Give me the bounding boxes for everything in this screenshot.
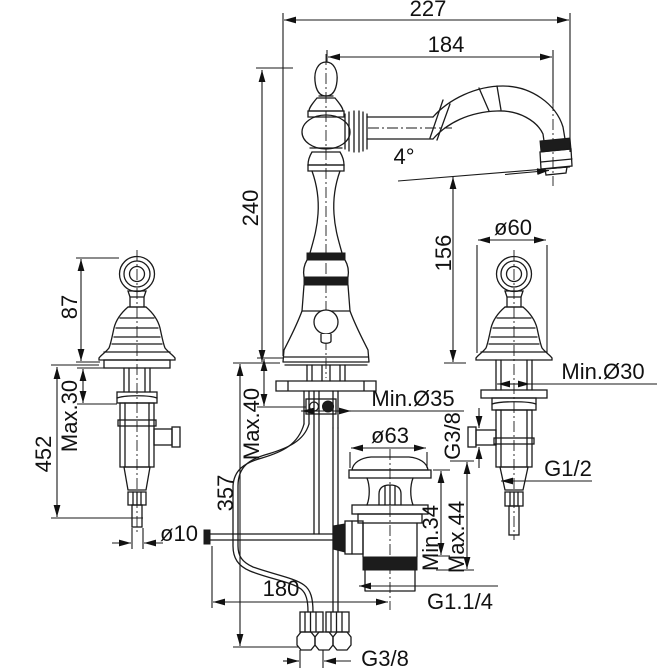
label-outlet-thread: G3/8 xyxy=(440,412,465,460)
dim-waste-flange-diameter: ø63 xyxy=(371,423,409,448)
spout-curve xyxy=(432,85,566,140)
hose-nuts xyxy=(296,631,316,651)
dim-overall-width: 227 xyxy=(410,0,447,21)
dim-max-deck-handle: Max.30 xyxy=(57,380,82,452)
label-supply-thread: G3/8 xyxy=(361,646,409,671)
popup-knob xyxy=(313,309,339,335)
left-handle-bell xyxy=(98,306,176,361)
hose-fitting-left xyxy=(299,611,324,633)
label-waste-thread: G1.1/4 xyxy=(427,589,493,614)
dim-waste-deck-max: Max.44 xyxy=(444,501,469,573)
mounting-bracket xyxy=(275,380,377,392)
bell-base xyxy=(282,310,370,366)
left-outlet-nipple xyxy=(153,428,173,446)
dim-handle-diameter: ø60 xyxy=(494,215,532,240)
supply-hose-left xyxy=(232,423,309,613)
dim-outlet-height: 156 xyxy=(431,235,456,272)
dimension-lines: 227 184 240 4° 156 ø60 Min.Ø30 87 Max.30 xyxy=(31,0,657,671)
right-handle-bell xyxy=(475,306,553,361)
hose-fitting-right xyxy=(325,611,350,633)
dim-min-hole-handle: Min.Ø30 xyxy=(561,359,644,384)
popup-lever-rod xyxy=(209,533,334,541)
dim-spout-angle: 4° xyxy=(393,144,414,169)
spout-collar-rings xyxy=(344,110,368,153)
dim-max-deck-body: Max.40 xyxy=(239,388,264,460)
left-escutcheon xyxy=(103,359,171,369)
dim-rod-diameter: ø10 xyxy=(160,521,198,546)
dim-handle-height: 87 xyxy=(57,295,82,319)
label-inlet-thread: G1/2 xyxy=(544,456,592,481)
dim-hose-length: 357 xyxy=(213,475,238,512)
dim-spout-reach: 184 xyxy=(428,32,465,57)
dim-waste-deck-min: Min.34 xyxy=(418,505,443,571)
right-outlet-nipple xyxy=(475,429,497,446)
aerator xyxy=(539,148,573,170)
popup-pull-rod xyxy=(313,390,320,535)
right-valve xyxy=(467,255,553,536)
ball-joint xyxy=(332,523,346,553)
body-ball xyxy=(301,114,351,150)
supply-hose-right xyxy=(332,427,339,613)
baluster-column xyxy=(309,170,319,254)
popup-waste xyxy=(348,456,432,592)
left-valve xyxy=(98,255,181,528)
waste-thread-band xyxy=(362,556,418,571)
dim-handle-length: 452 xyxy=(31,436,56,473)
dim-spout-height: 240 xyxy=(238,190,263,227)
dim-rod-reach: 180 xyxy=(263,576,300,601)
dim-min-hole-body: Min.Ø35 xyxy=(371,386,454,411)
faucet-body xyxy=(282,61,573,366)
spout-tube xyxy=(366,116,434,140)
faucet-underdeck xyxy=(203,364,377,651)
